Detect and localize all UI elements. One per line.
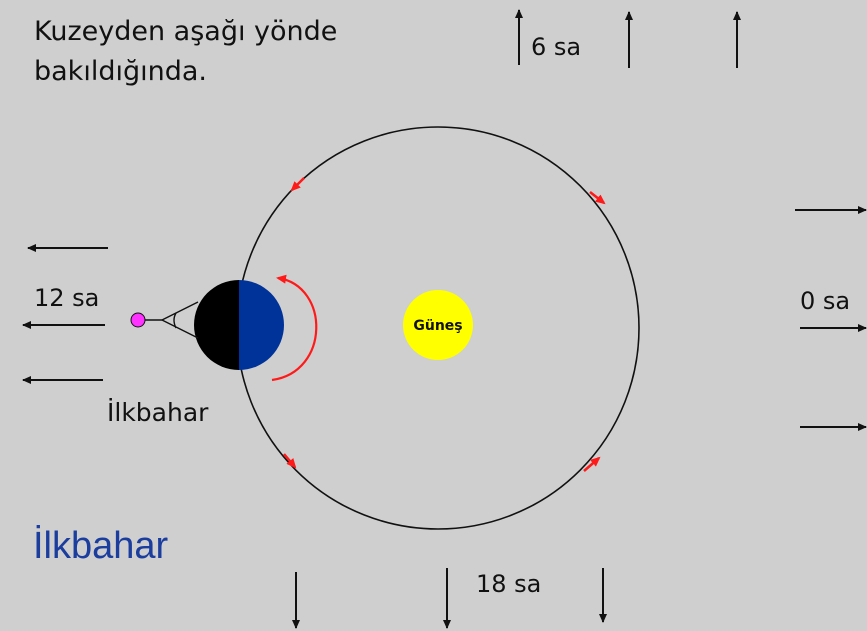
label-18-sa: 18 sa — [476, 570, 541, 598]
label-0-sa: 0 sa — [800, 287, 850, 315]
orbit-arrow-lower-left — [283, 453, 297, 469]
observer-figure — [130, 301, 199, 339]
earth-rotation-arrow — [271, 274, 318, 382]
heading-line-1: Kuzeyden aşağı yönde — [34, 16, 337, 47]
earth-night-side — [194, 280, 239, 370]
earth-day-side — [239, 280, 284, 370]
orbit-arrow-lower-right — [583, 456, 601, 472]
sun — [403, 290, 473, 360]
label-12-sa: 12 sa — [34, 284, 99, 312]
observer-label: İlkbahar — [107, 398, 209, 427]
observer-head — [130, 312, 146, 328]
label-6-sa: 6 sa — [531, 33, 581, 61]
sun-label: Güneş — [413, 318, 462, 334]
orbit-arrow-upper-right — [589, 191, 606, 205]
heading-line-2: bakıldığında. — [34, 56, 207, 87]
season-title: İlkbahar — [33, 524, 169, 567]
earth — [194, 280, 284, 370]
orbit-arrow-upper-left — [290, 177, 305, 192]
